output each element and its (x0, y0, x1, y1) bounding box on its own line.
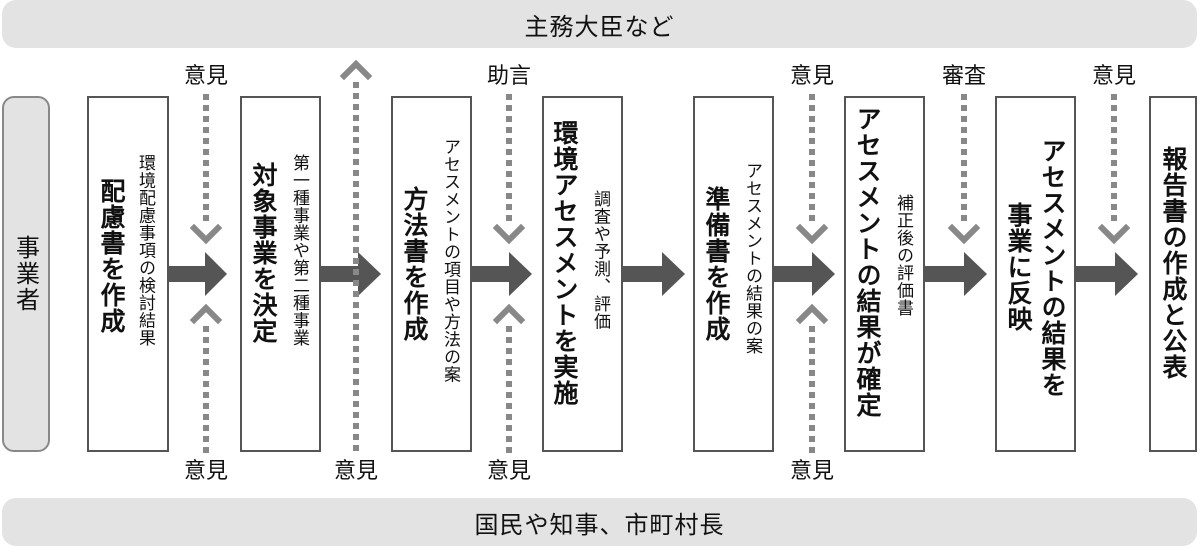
top-dotted-head-1 (189, 223, 223, 245)
bottom-label-opinion-3: 意見 (487, 459, 532, 484)
step-box-method-document: アセスメントの項目や方法の案 方法書を作成 (391, 96, 472, 452)
bottom-dotted-head-3 (795, 303, 829, 325)
step-box-conduct-assessment: 調査や予測、評価 環境アセスメントを実施 (542, 96, 623, 452)
step-sub-label: 第一種事業や第二種事業 (289, 154, 309, 347)
top-label-opinion-2: 意見 (790, 64, 835, 89)
step-sub-label: アセスメントの項目や方法の案 (440, 138, 460, 383)
flow-arrow-7 (1075, 252, 1138, 296)
step-main-label-line1: アセスメントの結果を (1038, 138, 1067, 398)
top-dotted-head-3 (795, 223, 829, 245)
public-label: 国民や知事、市町村長 (474, 510, 725, 539)
top-label-review: 審査 (942, 64, 987, 89)
step-box-reflect-results: アセスメントの結果を 事業に反映 (995, 96, 1076, 452)
bottom-label-opinion-1: 意見 (184, 459, 229, 484)
step-box-report-publication: 報告書の作成と公表 (1149, 96, 1197, 452)
flow-arrow-3 (471, 252, 532, 296)
step-box-result-finalized: 補正後の評価書 アセスメントの結果が確定 (844, 96, 925, 452)
top-label-opinion-3: 意見 (1092, 64, 1137, 89)
step-main-label: 対象事業を決定 (249, 162, 278, 344)
top-dotted-head-4 (947, 223, 981, 245)
top-dotted-head-2 (492, 223, 526, 245)
step-main-label: 配慮書を作成 (97, 178, 126, 334)
flow-arrow-5 (773, 252, 835, 296)
step-main-label: 方法書を作成 (400, 186, 429, 342)
authority-label: 主務大臣など (524, 12, 675, 41)
step-main-label: 報告書の作成と公表 (1159, 146, 1188, 380)
flow-arrow-4 (622, 252, 685, 296)
bottom-dotted-head-2 (492, 303, 526, 325)
step-sub-label: 環境配慮事項の検討結果 (135, 154, 155, 347)
public-band: 国民や知事、市町村長 (2, 498, 1197, 546)
upward-dotted-head (339, 59, 373, 81)
flow-arrow-2 (320, 252, 381, 296)
actor-box: 事業者 (2, 96, 50, 452)
bottom-dotted-head-1 (189, 303, 223, 325)
step-sub-label: 補正後の評価書 (893, 194, 913, 317)
step-main-label: アセスメントの結果が確定 (853, 106, 882, 418)
bottom-label-opinion-4: 意見 (790, 459, 835, 484)
top-label-advice: 助言 (487, 64, 532, 89)
step-box-preparation-document: アセスメントの結果の案 準備書を作成 (693, 96, 774, 452)
flow-arrow-6 (924, 252, 987, 296)
step-box-draft-consideration: 環境配慮事項の検討結果 配慮書を作成 (87, 96, 169, 452)
authority-band: 主務大臣など (2, 0, 1197, 48)
step-main-label: 準備書を作成 (702, 186, 731, 342)
step-box-decide-project: 第一種事業や第二種事業 対象事業を決定 (240, 96, 321, 452)
step-main-label-line2: 事業に反映 (1004, 202, 1033, 332)
bottom-label-opinion-2: 意見 (334, 459, 379, 484)
step-sub-label: 調査や予測、評価 (590, 190, 610, 330)
top-label-opinion-1: 意見 (184, 64, 229, 89)
step-sub-label: アセスメントの結果の案 (742, 162, 762, 355)
actor-label: 事業者 (11, 235, 40, 313)
flow-arrow-1 (168, 252, 227, 296)
top-dotted-head-5 (1097, 223, 1131, 245)
step-main-label: 環境アセスメントを実施 (550, 120, 579, 406)
